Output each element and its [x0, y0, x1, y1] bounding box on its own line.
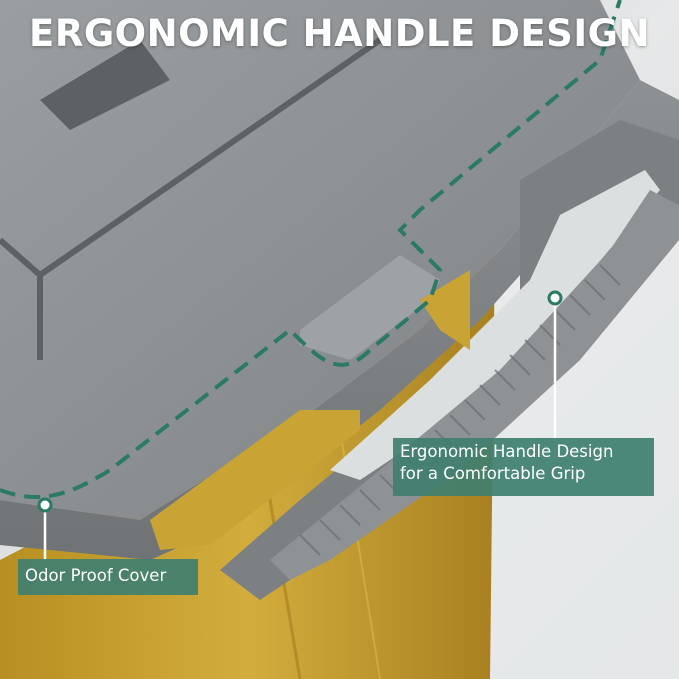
lid-panel-edge [38, 37, 382, 278]
cover-callout: Odor Proof Cover [18, 559, 198, 595]
handle-callout-line1: Ergonomic Handle Design [400, 442, 614, 461]
cover-callout-bg [18, 559, 198, 595]
handle-callout-line2: for a Comfortable Grip [400, 464, 586, 483]
handle-leader-dot [547, 290, 563, 306]
cover-dashed-outline [0, 0, 622, 500]
cover-callout-text: Odor Proof Cover [25, 566, 167, 585]
lower-handle-slot [150, 410, 360, 550]
handle-callout: Ergonomic Handle Design for a Comfortabl… [393, 438, 640, 488]
latch-slot [420, 270, 470, 350]
cover-leader-dot [37, 497, 53, 513]
handle-grip [270, 190, 679, 580]
headline: ERGONOMIC HANDLE DESIGN [29, 12, 650, 55]
lid-latch [300, 255, 440, 360]
lid-label-plate [40, 40, 170, 130]
handle-opening [330, 170, 660, 480]
lid-top [0, 0, 640, 520]
handle-callout-bg [393, 438, 654, 496]
